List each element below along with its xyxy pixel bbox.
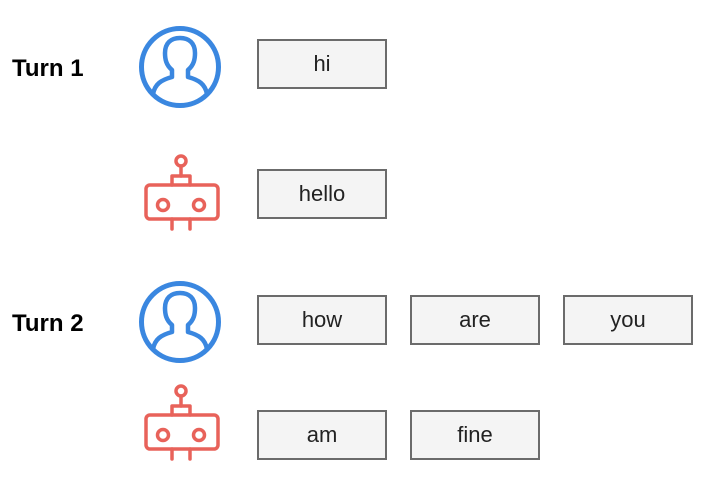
token-user-turn2-3: you bbox=[563, 295, 693, 345]
token-bot-turn1-1: hello bbox=[257, 169, 387, 219]
turn-1-label: Turn 1 bbox=[12, 55, 84, 82]
robot-icon bbox=[144, 384, 220, 461]
token-bot-turn2-2: fine bbox=[410, 410, 540, 460]
token-bot-turn2-1: am bbox=[257, 410, 387, 460]
token-user-turn1-1: hi bbox=[257, 39, 387, 89]
turn-2-label: Turn 2 bbox=[12, 310, 84, 337]
robot-icon bbox=[144, 154, 220, 231]
user-icon bbox=[139, 26, 221, 108]
token-user-turn2-1: how bbox=[257, 295, 387, 345]
token-user-turn2-2: are bbox=[410, 295, 540, 345]
user-icon bbox=[139, 281, 221, 363]
